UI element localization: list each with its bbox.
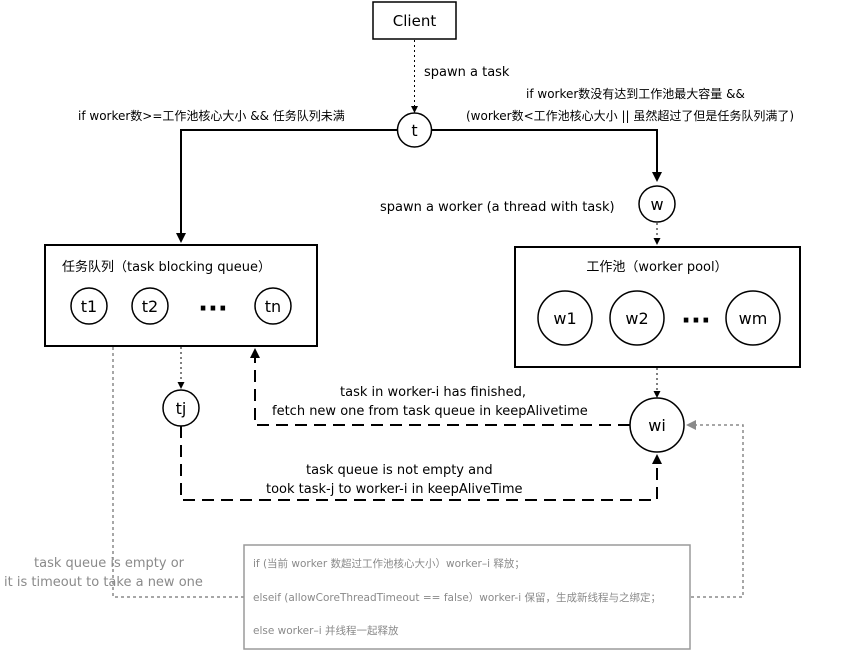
node-t: t [396, 112, 433, 148]
note-line-3: else worker–i 并线程一起释放 [253, 624, 399, 637]
client-node: Client [372, 1, 457, 40]
core-full-label: if worker数>=工作池核心大小 && 任务队列未满 [78, 108, 345, 123]
task-queue-title: 任务队列（task blocking queue） [62, 259, 271, 275]
queue-task-t1-label: t1 [81, 297, 97, 316]
node-w-label: w [650, 195, 663, 214]
queue-ellipsis: ··· [198, 294, 228, 324]
not-max-label-line1: if worker数没有达到工作池最大容量 && [526, 86, 745, 101]
pool-worker-w2: w2 [609, 290, 665, 346]
pool-worker-w2-label: w2 [625, 309, 648, 328]
note-line-2: elseif (allowCoreThreadTimeout == false）… [253, 591, 661, 604]
not-max-label-line2: (worker数<工作池核心大小 || 虽然超过了但是任务队列满了) [466, 108, 794, 123]
queue-task-t2: t2 [131, 287, 169, 325]
node-wi-label: wi [648, 416, 666, 435]
note-line-1: if (当前 worker 数超过工作池核心大小）worker–i 释放； [253, 557, 525, 570]
pool-ellipsis: ··· [681, 306, 711, 336]
finished-label-line1: task in worker-i has finished, [340, 385, 526, 400]
empty-label-line1: task queue is empty or [34, 556, 185, 571]
pool-worker-wm-label: wm [739, 309, 768, 328]
edge-t-to-queue [176, 129, 397, 243]
pool-worker-wm: wm [725, 290, 781, 346]
task-queue-box: 任务队列（task blocking queue） t1 t2 ··· tn [44, 244, 318, 347]
finished-label-line2: fetch new one from task queue in keepAli… [272, 404, 588, 419]
edge-tj-to-wi [180, 426, 662, 501]
not-empty-label-line1: task queue is not empty and [306, 463, 493, 478]
pool-worker-w1-label: w1 [553, 309, 576, 328]
node-w: w [638, 185, 676, 223]
edge-queue-to-note [112, 347, 244, 598]
edge-wi-to-queue [250, 348, 630, 426]
queue-task-tn-label: tn [265, 297, 281, 316]
edge-note-to-wi [686, 420, 744, 598]
worker-pool-title: 工作池（worker pool） [586, 260, 727, 275]
pool-worker-w1: w1 [537, 290, 593, 346]
node-wi: wi [629, 397, 685, 453]
edge-t-to-w [432, 129, 662, 182]
queue-task-t2-label: t2 [142, 297, 158, 316]
queue-task-t1: t1 [70, 287, 108, 325]
empty-label-line2: it is timeout to take a new one [4, 575, 203, 590]
node-tj-label: tj [176, 399, 187, 418]
node-tj: tj [162, 389, 200, 427]
queue-task-tn: tn [254, 287, 292, 325]
node-t-label: t [411, 121, 417, 140]
worker-pool-box: 工作池（worker pool） w1 w2 ··· wm [514, 246, 801, 368]
client-label: Client [393, 12, 437, 30]
release-note-box: if (当前 worker 数超过工作池核心大小）worker–i 释放； el… [243, 544, 691, 650]
spawn-worker-label: spawn a worker (a thread with task) [380, 200, 615, 215]
spawn-task-label: spawn a task [424, 65, 510, 80]
not-empty-label-line2: took task-j to worker-i in keepAliveTime [266, 482, 523, 497]
